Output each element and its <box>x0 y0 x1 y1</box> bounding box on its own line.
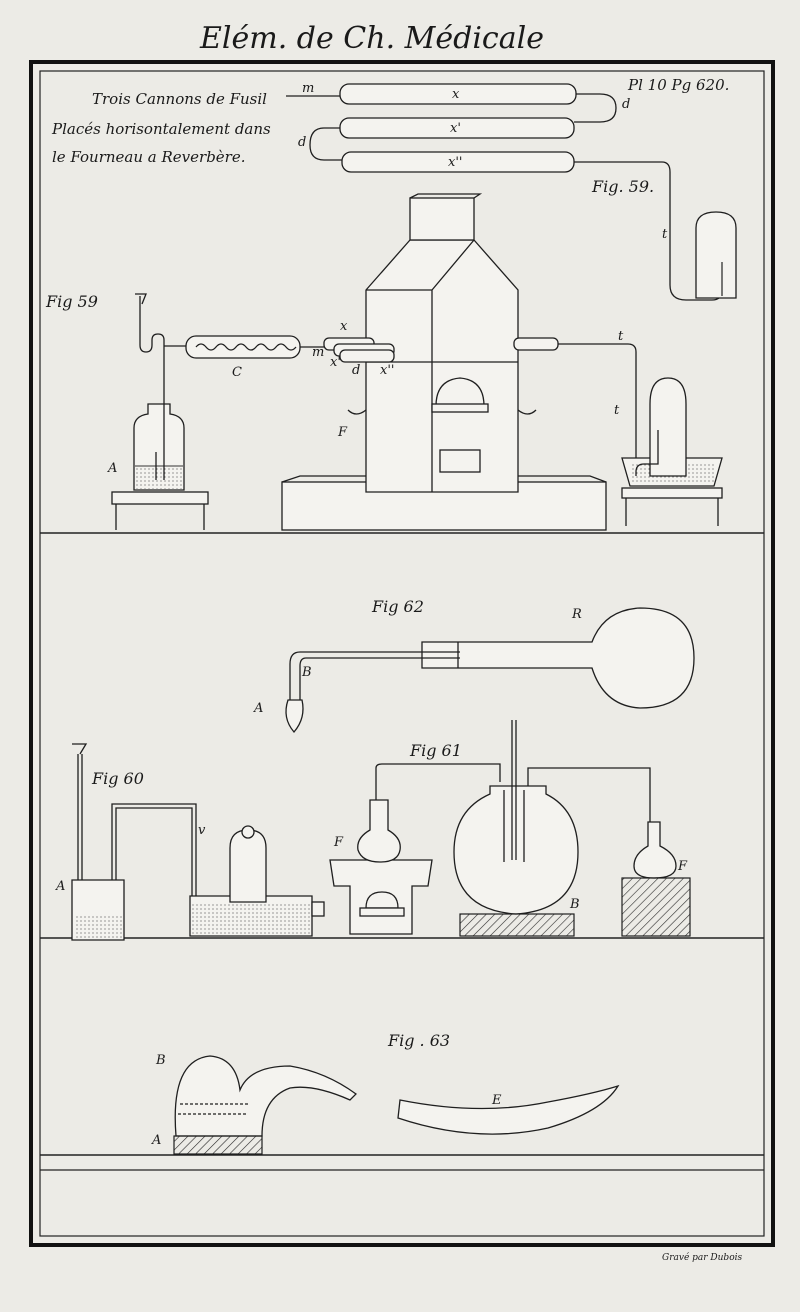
label-B-fig63: B <box>155 1053 166 1068</box>
label-m-top: m <box>302 81 314 96</box>
fig60-apparatus: Fig 60 A v <box>55 743 325 941</box>
label-d-left: d <box>298 135 306 150</box>
plate-reference: Pl 10 Pg 620. <box>627 76 729 94</box>
fig62-label: Fig 62 <box>371 597 424 616</box>
label-x-top: x <box>452 87 460 102</box>
label-B-fig62: B <box>301 665 312 680</box>
fig59-furnace-apparatus: Fig 59 A C m <box>45 193 723 531</box>
label-F-fig61-right: F <box>677 859 688 874</box>
label-x2-fig59: x'' <box>380 363 394 378</box>
label-A-fig60: A <box>55 879 65 894</box>
gun-barrels-diagram: m x x' x'' d d t Fig. 59. <box>286 81 737 301</box>
engraver-credit: Gravé par Dubois <box>662 1252 742 1263</box>
label-d-right: d <box>622 97 630 112</box>
label-F-fig61-left: F <box>333 835 344 850</box>
fig59-label: Fig 59 <box>45 292 98 311</box>
fig63-label: Fig . 63 <box>387 1031 450 1050</box>
label-A-fig63: A <box>151 1133 161 1148</box>
label-t-top: t <box>662 227 668 242</box>
caption-line-2: Placés horisontalement dans <box>51 120 271 138</box>
caption-line-3: le Fourneau a Reverbère. <box>52 148 246 166</box>
fig60-label: Fig 60 <box>91 769 144 788</box>
label-v: v <box>198 823 206 838</box>
plate-title: Elém. de Ch. Médicale <box>199 21 544 56</box>
caption-line-1: Trois Cannons de Fusil <box>92 90 267 108</box>
label-x2-top: x'' <box>448 155 462 170</box>
label-d-fig59: d <box>352 363 360 378</box>
fig61-apparatus: Fig 61 F B F <box>329 720 691 937</box>
fig62-retort: Fig 62 R B A <box>253 597 695 733</box>
label-F-fig59: F <box>337 425 348 440</box>
fig61-label: Fig 61 <box>409 741 462 760</box>
label-x-fig59: x <box>340 319 348 334</box>
label-B-fig61: B <box>569 897 580 912</box>
fig63-vessels: Fig . 63 B A E <box>151 1031 620 1155</box>
label-t-fig59-lower: t <box>614 403 620 418</box>
label-x1-top: x' <box>450 121 461 136</box>
label-A-fig59: A <box>107 461 117 476</box>
plate-caption: Trois Cannons de Fusil Placés horisontal… <box>51 90 271 166</box>
label-x1-fig59: x' <box>330 355 341 370</box>
label-A-fig62: A <box>253 701 263 716</box>
label-m-fig59: m <box>312 345 324 360</box>
plate-frame <box>29 60 775 1247</box>
fig59-top-label: Fig. 59. <box>591 177 654 196</box>
label-R: R <box>571 607 582 622</box>
label-t-fig59-upper: t <box>618 329 624 344</box>
label-C: C <box>232 365 242 380</box>
label-E: E <box>491 1093 502 1108</box>
